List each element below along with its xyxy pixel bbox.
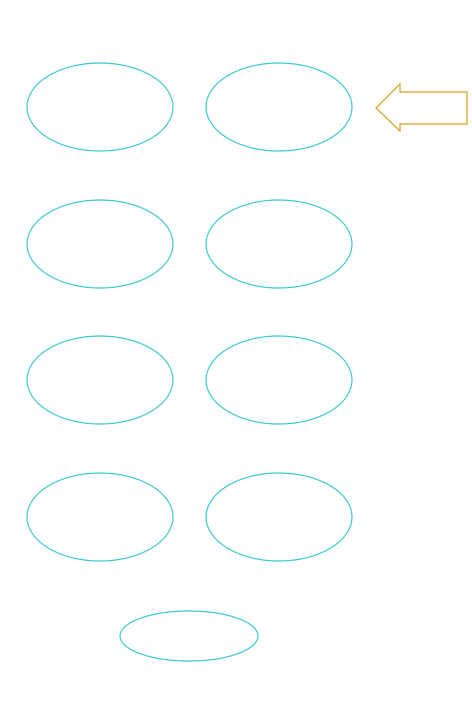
ellipse-r4-c1 xyxy=(26,472,174,562)
ellipse-r2-c1 xyxy=(26,199,174,289)
ellipse-r2-c2 xyxy=(205,199,353,289)
ellipse-r4-c2 xyxy=(205,472,353,562)
ellipse-r1-c2 xyxy=(205,62,353,152)
ellipse-r3-c2 xyxy=(205,335,353,425)
ellipse-r1-c1 xyxy=(26,62,174,152)
ellipse-bottom xyxy=(119,610,259,662)
ellipse-r3-c1 xyxy=(26,335,174,425)
ellipse-group xyxy=(26,62,353,662)
arrow-group xyxy=(375,82,468,133)
left-arrow-icon xyxy=(375,82,468,133)
